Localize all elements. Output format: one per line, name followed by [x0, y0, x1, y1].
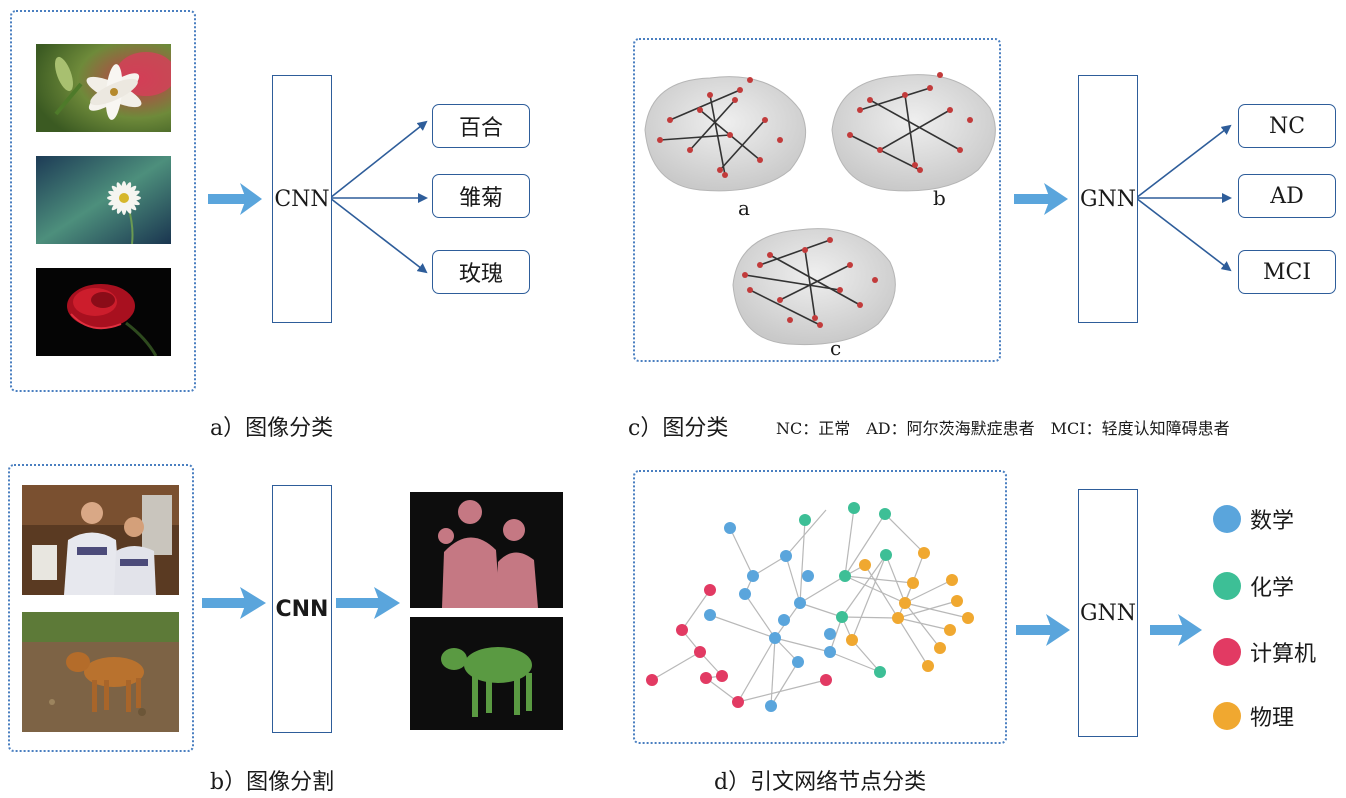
daisy-image: [36, 156, 171, 244]
output-daisy: 雏菊: [432, 174, 530, 218]
legend-label-chemistry: 化学: [1250, 576, 1295, 601]
math-nodes: [704, 522, 836, 712]
cnn-box-b: CNN: [272, 485, 332, 733]
legend-dot-computer-science: [1213, 638, 1241, 666]
output-ad: AD: [1238, 174, 1336, 218]
input-arrow-d: [1016, 614, 1070, 646]
legend-dot-physics: [1213, 702, 1241, 730]
output-lily: 百合: [432, 104, 530, 148]
brain-graph-b: [831, 72, 996, 192]
lily-image: [36, 44, 171, 132]
calf-segmentation-mask: [410, 617, 563, 730]
chemistry-nodes: [799, 502, 892, 678]
caption-d: d）引文网络节点分类: [714, 770, 927, 795]
output-arrow-b: [336, 587, 400, 619]
calf-image: [22, 612, 179, 732]
output-mci: MCI: [1238, 250, 1336, 294]
brain-graph-c: [732, 228, 896, 346]
cnn-box-a: CNN: [272, 75, 332, 323]
brain-label-a: a: [738, 196, 750, 220]
input-arrow-b: [202, 587, 266, 619]
output-nc: NC: [1238, 104, 1336, 148]
panel-d-network-group: [633, 470, 1007, 744]
legend-c: NC：正常 AD：阿尔茨海默症患者 MCI：轻度认知障碍患者: [776, 419, 1230, 438]
gnn-box-c: GNN: [1078, 75, 1138, 323]
brain-label-b: b: [933, 186, 946, 210]
people-image: [22, 485, 179, 595]
legend-dot-math: [1213, 505, 1241, 533]
legend-dot-chemistry: [1213, 572, 1241, 600]
legend-label-physics: 物理: [1250, 706, 1295, 731]
people-segmentation-mask: [410, 492, 563, 608]
brain-graph-a: [644, 76, 807, 192]
gnn-box-d: GNN: [1078, 489, 1138, 737]
caption-a: a）图像分类: [210, 416, 334, 441]
brain-label-c: c: [830, 336, 842, 360]
legend-label-computer-science: 计算机: [1250, 642, 1317, 667]
input-arrow-a: [208, 183, 262, 215]
input-arrow-c: [1014, 183, 1068, 215]
panel-a-image-group: [10, 10, 196, 392]
computer-science-nodes: [646, 584, 832, 708]
output-rose: 玫瑰: [432, 250, 530, 294]
panel-c-brain-group: [633, 38, 1001, 362]
panel-b-image-group: [8, 464, 194, 752]
caption-b: b）图像分割: [210, 770, 335, 795]
rose-image: [36, 268, 171, 356]
legend-label-math: 数学: [1250, 509, 1295, 534]
caption-c: c）图分类: [628, 416, 729, 441]
output-arrow-d: [1150, 614, 1202, 646]
physics-nodes: [846, 547, 974, 672]
